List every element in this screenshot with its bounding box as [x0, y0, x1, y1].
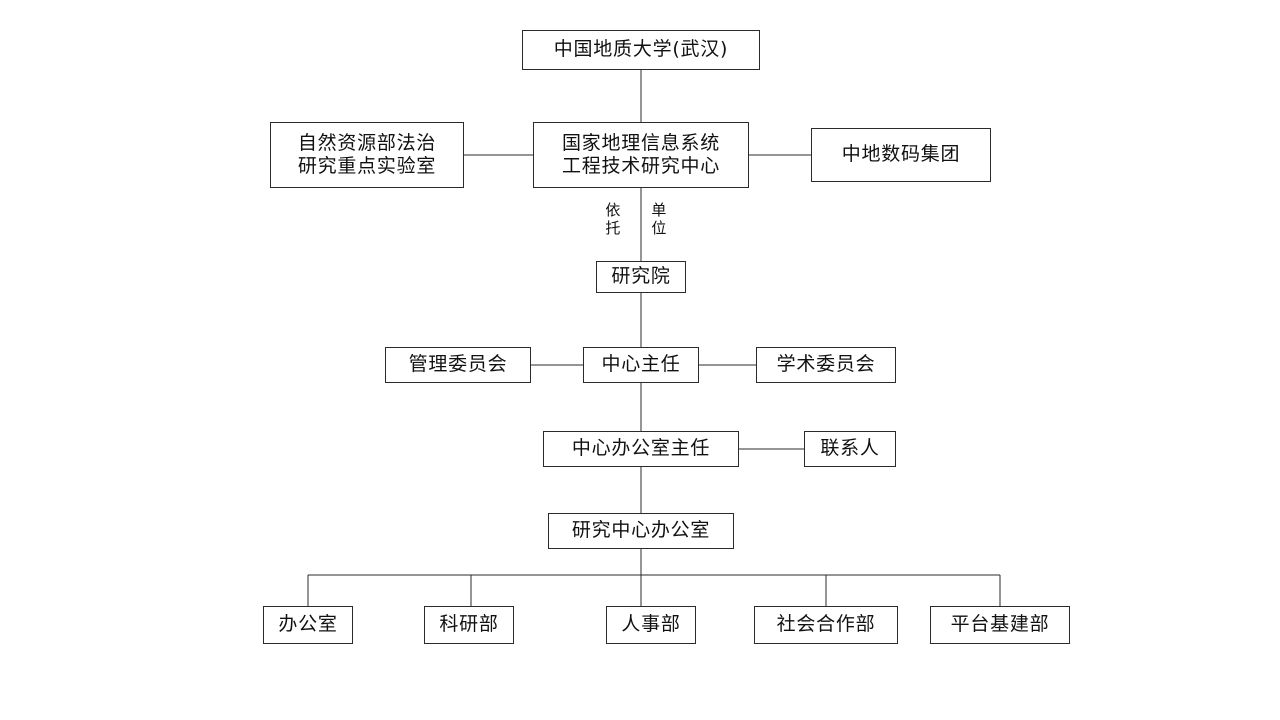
node-dept-office[interactable]: 办公室 [263, 606, 353, 644]
node-dept-research[interactable]: 科研部 [424, 606, 514, 644]
node-dept-platform-label: 平台基建部 [950, 613, 1050, 636]
node-key-lab[interactable]: 自然资源部法治 研究重点实验室 [270, 122, 464, 188]
node-management-committee-label: 管理委员会 [408, 353, 508, 376]
node-institute[interactable]: 研究院 [596, 261, 686, 293]
node-key-lab-label-line1: 自然资源部法治 [297, 131, 437, 154]
node-office-director[interactable]: 中心办公室主任 [543, 431, 739, 467]
node-university[interactable]: 中国地质大学(武汉) [522, 30, 760, 70]
node-dept-hr[interactable]: 人事部 [606, 606, 696, 644]
node-center-office[interactable]: 研究中心办公室 [548, 513, 734, 549]
node-university-label: 中国地质大学(武汉) [553, 38, 729, 61]
node-management-committee[interactable]: 管理委员会 [385, 347, 531, 383]
node-center-director[interactable]: 中心主任 [583, 347, 699, 383]
node-center-label-line1: 国家地理信息系统 [561, 131, 721, 154]
node-center-office-label: 研究中心办公室 [571, 519, 711, 542]
node-dept-office-label: 办公室 [278, 613, 338, 636]
node-dept-social[interactable]: 社会合作部 [754, 606, 898, 644]
edge-label-support-right: 单位 [650, 201, 668, 238]
node-contact-label: 联系人 [820, 437, 880, 460]
node-academic-committee-label: 学术委员会 [776, 353, 876, 376]
node-dept-platform[interactable]: 平台基建部 [930, 606, 1070, 644]
node-center[interactable]: 国家地理信息系统 工程技术研究中心 [533, 122, 749, 188]
node-company[interactable]: 中地数码集团 [811, 128, 991, 182]
node-contact[interactable]: 联系人 [804, 431, 896, 467]
node-center-director-label: 中心主任 [601, 353, 681, 376]
node-dept-social-label: 社会合作部 [776, 613, 876, 636]
node-institute-label: 研究院 [611, 265, 671, 288]
node-dept-hr-label: 人事部 [621, 613, 681, 636]
node-company-label: 中地数码集团 [841, 143, 961, 166]
node-key-lab-label-line2: 研究重点实验室 [297, 155, 437, 177]
node-office-director-label: 中心办公室主任 [571, 437, 711, 460]
edge-label-support-left: 依托 [604, 201, 622, 238]
node-academic-committee[interactable]: 学术委员会 [756, 347, 896, 383]
node-dept-research-label: 科研部 [439, 613, 499, 636]
node-center-label-line2: 工程技术研究中心 [561, 155, 721, 177]
